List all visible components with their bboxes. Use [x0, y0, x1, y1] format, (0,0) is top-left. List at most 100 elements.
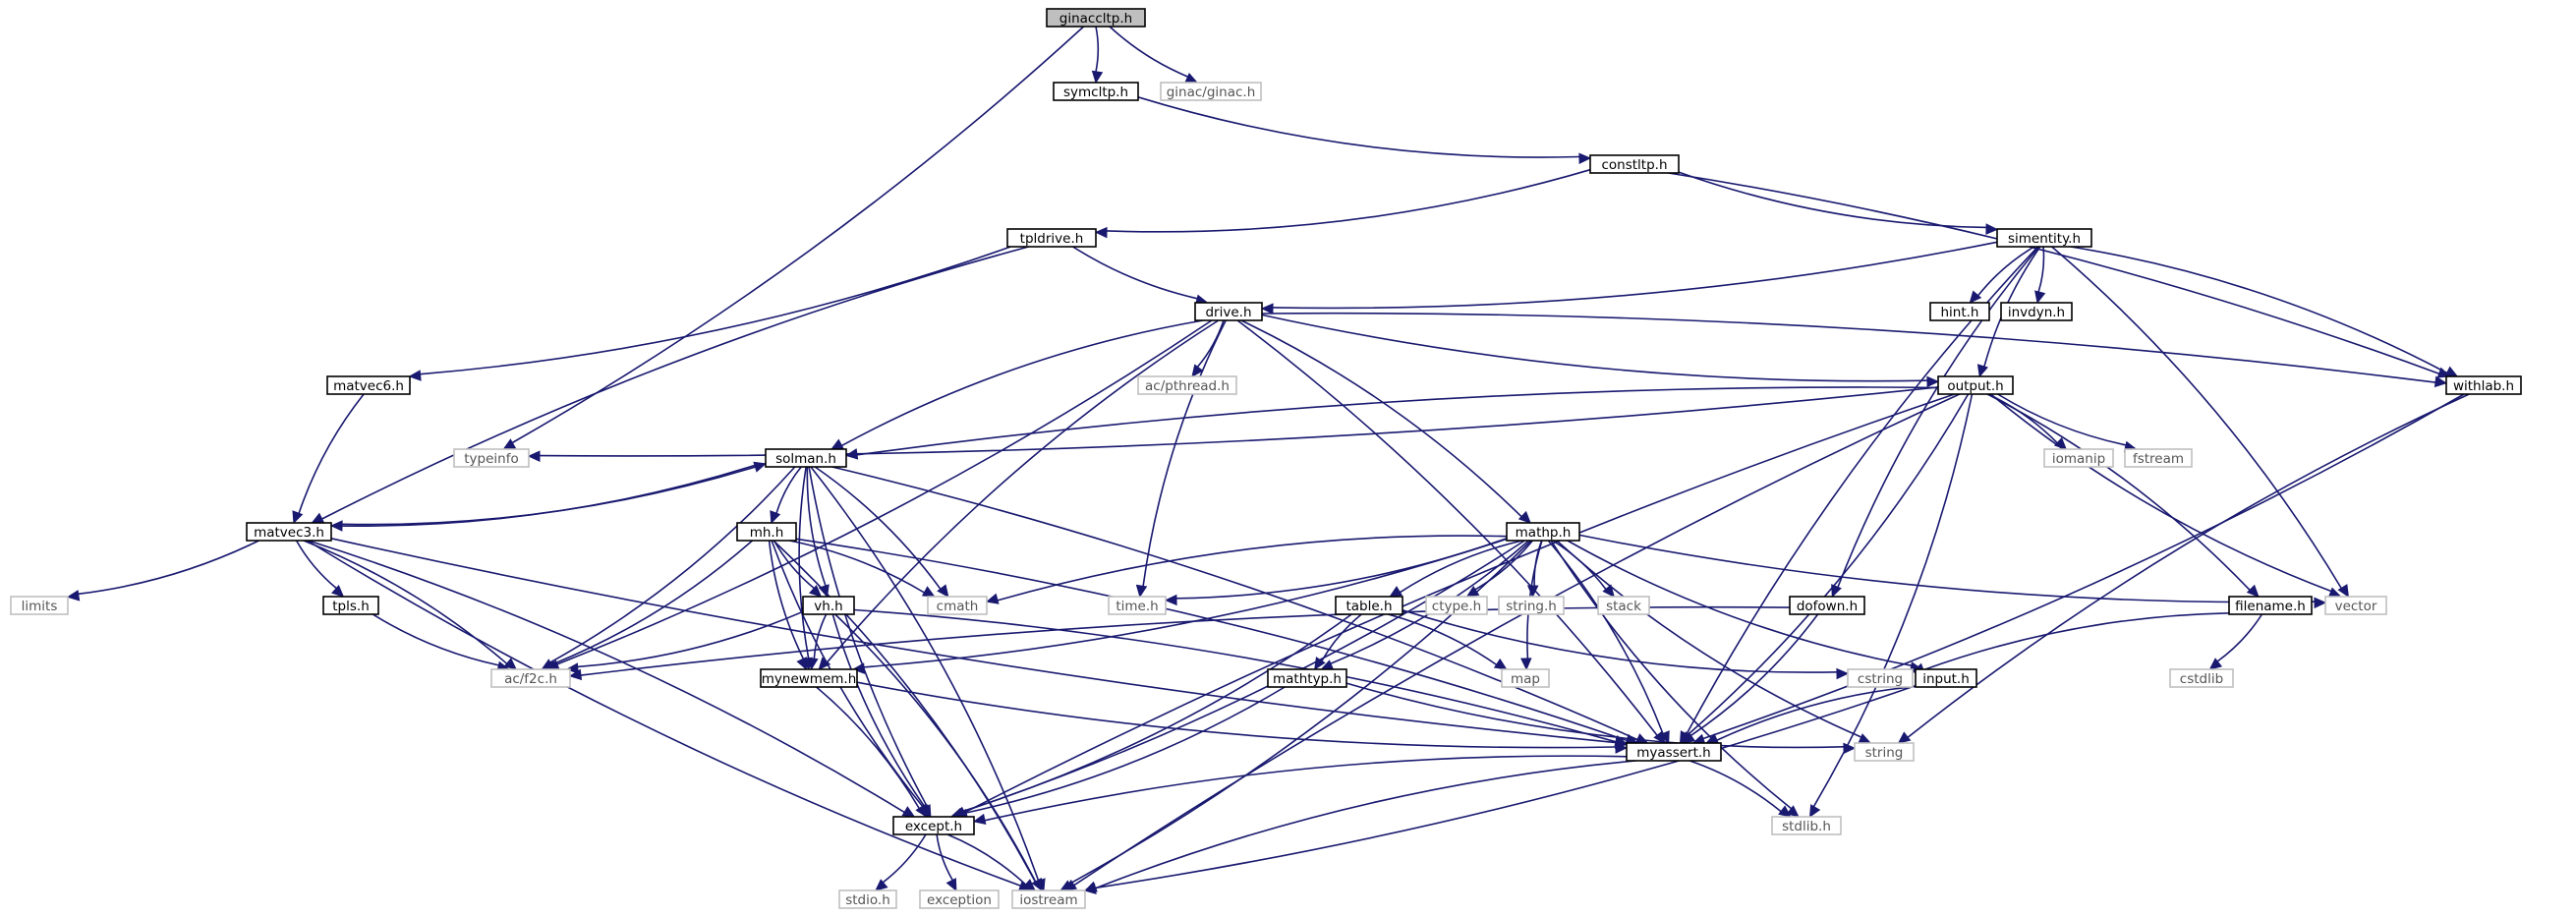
node-tpls[interactable]: tpls.h: [322, 596, 379, 615]
node-label: matvec3.h: [254, 525, 324, 541]
arrowhead-icon: [1836, 667, 1850, 680]
node-table[interactable]: table.h: [1335, 596, 1403, 615]
node-vh[interactable]: vh.h: [802, 596, 855, 615]
node-matvec6[interactable]: matvec6.h: [326, 375, 411, 395]
node-myassert[interactable]: myassert.h: [1626, 742, 1722, 762]
node-simentity[interactable]: simentity.h: [1996, 228, 2092, 248]
edge-line: [1106, 168, 1591, 233]
node-label: string: [1865, 745, 1904, 761]
node-label: exception: [927, 892, 992, 908]
node-dofown[interactable]: dofown.h: [1789, 596, 1865, 615]
arrowhead-icon: [807, 657, 819, 671]
node-except[interactable]: except.h: [892, 816, 975, 835]
arrowhead-icon: [830, 438, 844, 450]
arrowhead-icon: [1634, 733, 1649, 744]
node-stdio: stdio.h: [838, 889, 897, 909]
node-f2c: ac/f2c.h: [490, 668, 571, 688]
edge-line: [78, 540, 259, 596]
node-mathtyp[interactable]: mathtyp.h: [1267, 668, 1347, 688]
edge-except-to-exception: [936, 833, 957, 892]
node-hint[interactable]: hint.h: [1929, 302, 1990, 321]
node-ginaccltp[interactable]: ginaccltp.h: [1046, 8, 1146, 28]
node-filename[interactable]: filename.h: [2228, 596, 2313, 615]
edge-line: [831, 613, 926, 808]
edge-line: [1837, 246, 2040, 588]
edge-drive-to-pthread: [1191, 319, 1225, 377]
node-box: [2324, 596, 2387, 615]
node-withlab[interactable]: withlab.h: [2445, 375, 2522, 395]
edge-output-to-stdlib: [1808, 393, 1974, 819]
edge-myassert-to-except: [972, 755, 1628, 826]
edge-line: [1567, 540, 1913, 666]
edge-mynewmem-to-myassert: [856, 681, 1629, 754]
node-drive[interactable]: drive.h: [1194, 302, 1263, 321]
node-box: [246, 522, 332, 542]
edge-matvec6-to-matvec3: [292, 393, 365, 525]
edge-line: [1689, 760, 1782, 813]
edge-line: [768, 540, 805, 659]
edge-line: [420, 246, 1011, 375]
edge-line: [511, 26, 1085, 444]
node-matvec3[interactable]: matvec3.h: [246, 522, 332, 542]
edge-constltp-to-tpldrive: [1094, 168, 1591, 239]
node-label: cstdlib: [2180, 671, 2223, 687]
arrowhead-icon: [1858, 733, 1872, 744]
edge-line: [1240, 319, 1522, 518]
arrowhead-icon: [921, 586, 936, 598]
node-label: hint.h: [1940, 305, 1978, 320]
node-label: map: [1511, 671, 1540, 687]
node-stack: stack: [1597, 596, 1650, 615]
node-constltp[interactable]: constltp.h: [1589, 154, 1680, 174]
node-cstdlib: cstdlib: [2169, 668, 2234, 688]
edge-simentity-to-drive: [1260, 241, 1998, 315]
node-mathp[interactable]: mathp.h: [1506, 522, 1580, 542]
arrowhead-icon: [1578, 152, 1592, 164]
edge-mh-to-mynewmem: [768, 540, 807, 671]
node-label: tpldrive.h: [1020, 231, 1084, 247]
edge-matvec3-to-solman: [330, 461, 768, 527]
node-solman[interactable]: solman.h: [765, 448, 847, 468]
node-invdyn[interactable]: invdyn.h: [2000, 302, 2073, 321]
node-output[interactable]: output.h: [1937, 375, 2014, 395]
edge-matvec3-to-f2c: [303, 540, 518, 670]
edge-line: [321, 246, 1029, 520]
edge-output-to-fstream: [1997, 393, 2138, 453]
node-label: except.h: [905, 819, 962, 834]
node-label: iomanip: [2052, 451, 2105, 467]
edge-line: [1388, 613, 1498, 666]
edge-line: [1687, 393, 1970, 736]
arrowhead-icon: [66, 590, 81, 602]
node-symcltp[interactable]: symcltp.h: [1053, 82, 1139, 101]
node-box: [10, 596, 69, 615]
node-label: withlab.h: [2453, 378, 2514, 394]
node-box: [838, 889, 897, 909]
edge-solman-to-cmath: [814, 466, 949, 598]
edge-matvec3-to-iostream: [307, 540, 1032, 892]
node-mynewmem[interactable]: mynewmem.h: [760, 668, 858, 688]
edge-tpls-to-f2c: [372, 613, 510, 672]
node-label: iostream: [1019, 892, 1077, 908]
edge-table-to-cstring: [1402, 609, 1850, 680]
edge-line: [1137, 96, 1580, 158]
edge-line: [1668, 172, 2440, 374]
node-box: [1789, 596, 1865, 615]
arrowhead-icon: [1094, 226, 1108, 239]
node-tpldrive[interactable]: tpldrive.h: [1006, 228, 1097, 248]
arrowhead-icon: [1191, 364, 1204, 377]
node-box: [2228, 596, 2313, 615]
edge-line: [2037, 246, 2045, 293]
edge-line: [1689, 613, 1819, 737]
edge-mathp-to-vector: [1578, 534, 2327, 609]
arrowhead-icon: [1614, 735, 1629, 747]
edge-drive-to-mathp: [1240, 319, 1531, 524]
arrowhead-icon: [311, 512, 325, 524]
node-box: [1046, 8, 1146, 28]
node-box: [919, 889, 1000, 909]
node-label: cmath: [937, 599, 979, 614]
edge-mh-to-f2c: [544, 540, 754, 670]
edge-output-to-myassert: [1680, 393, 1970, 744]
node-mh[interactable]: mh.h: [736, 522, 797, 542]
edge-line: [831, 466, 1638, 741]
node-input[interactable]: input.h: [1915, 668, 1977, 688]
